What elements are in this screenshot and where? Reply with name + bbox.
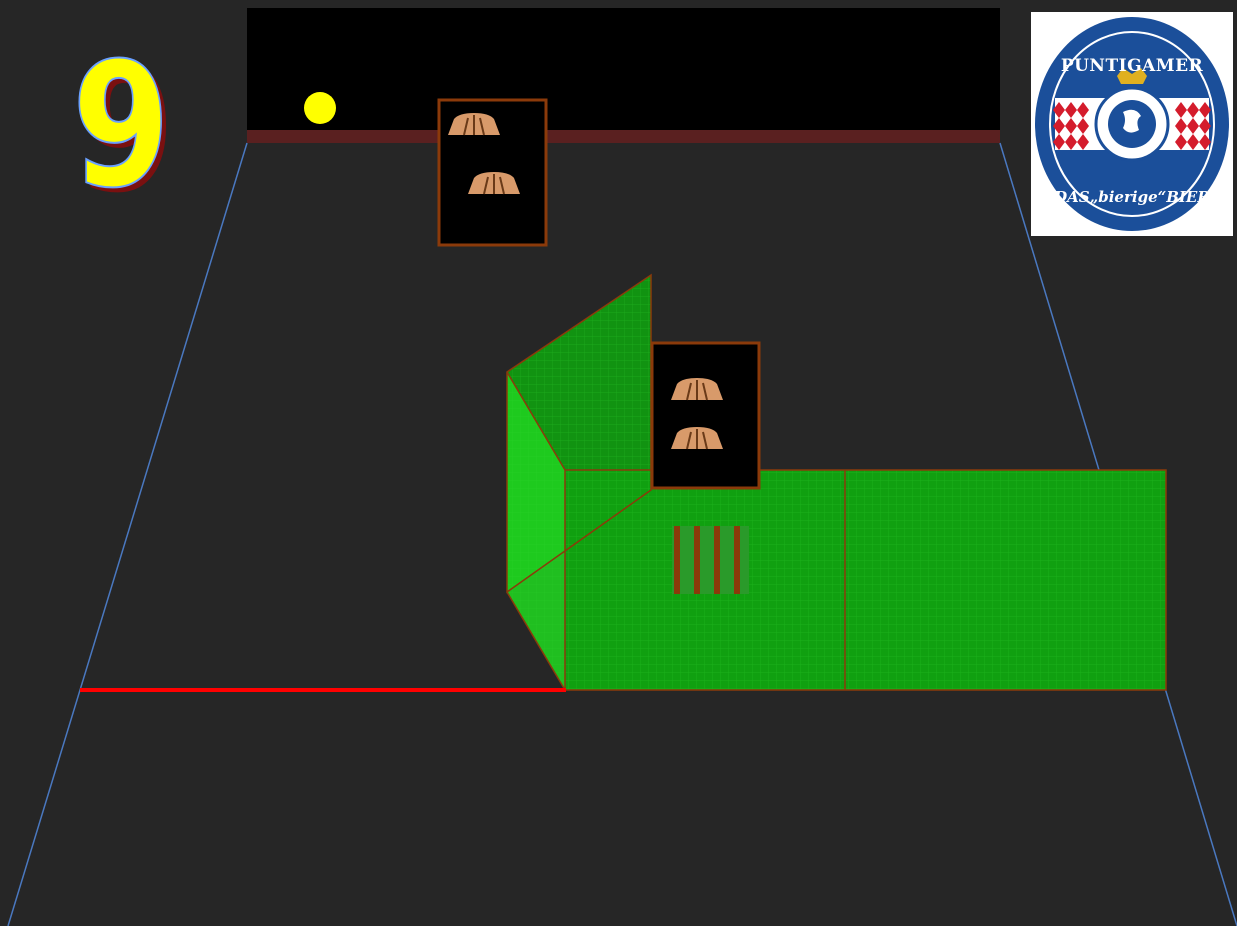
ball[interactable] bbox=[304, 92, 336, 124]
green-obstacle bbox=[507, 275, 1166, 690]
logo-brand-text: PUNTIGAMER bbox=[1031, 56, 1233, 76]
hole-number: 9 bbox=[72, 40, 170, 212]
brand-logo-icon: PUNTIGAMER DAS„bierige“BIER bbox=[1031, 12, 1233, 236]
back-wall bbox=[247, 8, 1000, 132]
logo-slogan-text: DAS„bierige“BIER bbox=[1031, 188, 1233, 206]
obstacle-grate bbox=[672, 526, 749, 594]
target-box-top bbox=[439, 100, 546, 245]
back-wall-band bbox=[247, 130, 1000, 143]
lane-edge-left bbox=[8, 143, 247, 926]
target-box-middle bbox=[652, 343, 759, 488]
